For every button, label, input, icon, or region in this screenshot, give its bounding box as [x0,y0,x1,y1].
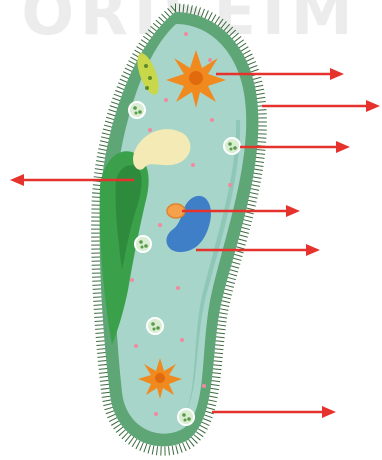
food-vacuole-3 [135,236,151,252]
dot [144,64,148,68]
food-vacuole-2 [224,138,240,154]
food-vacuole-5 [178,409,194,425]
food-vacuole-4 [147,318,163,334]
dot [148,76,152,80]
dot [145,86,149,90]
food-vacuole-1 [129,102,145,118]
